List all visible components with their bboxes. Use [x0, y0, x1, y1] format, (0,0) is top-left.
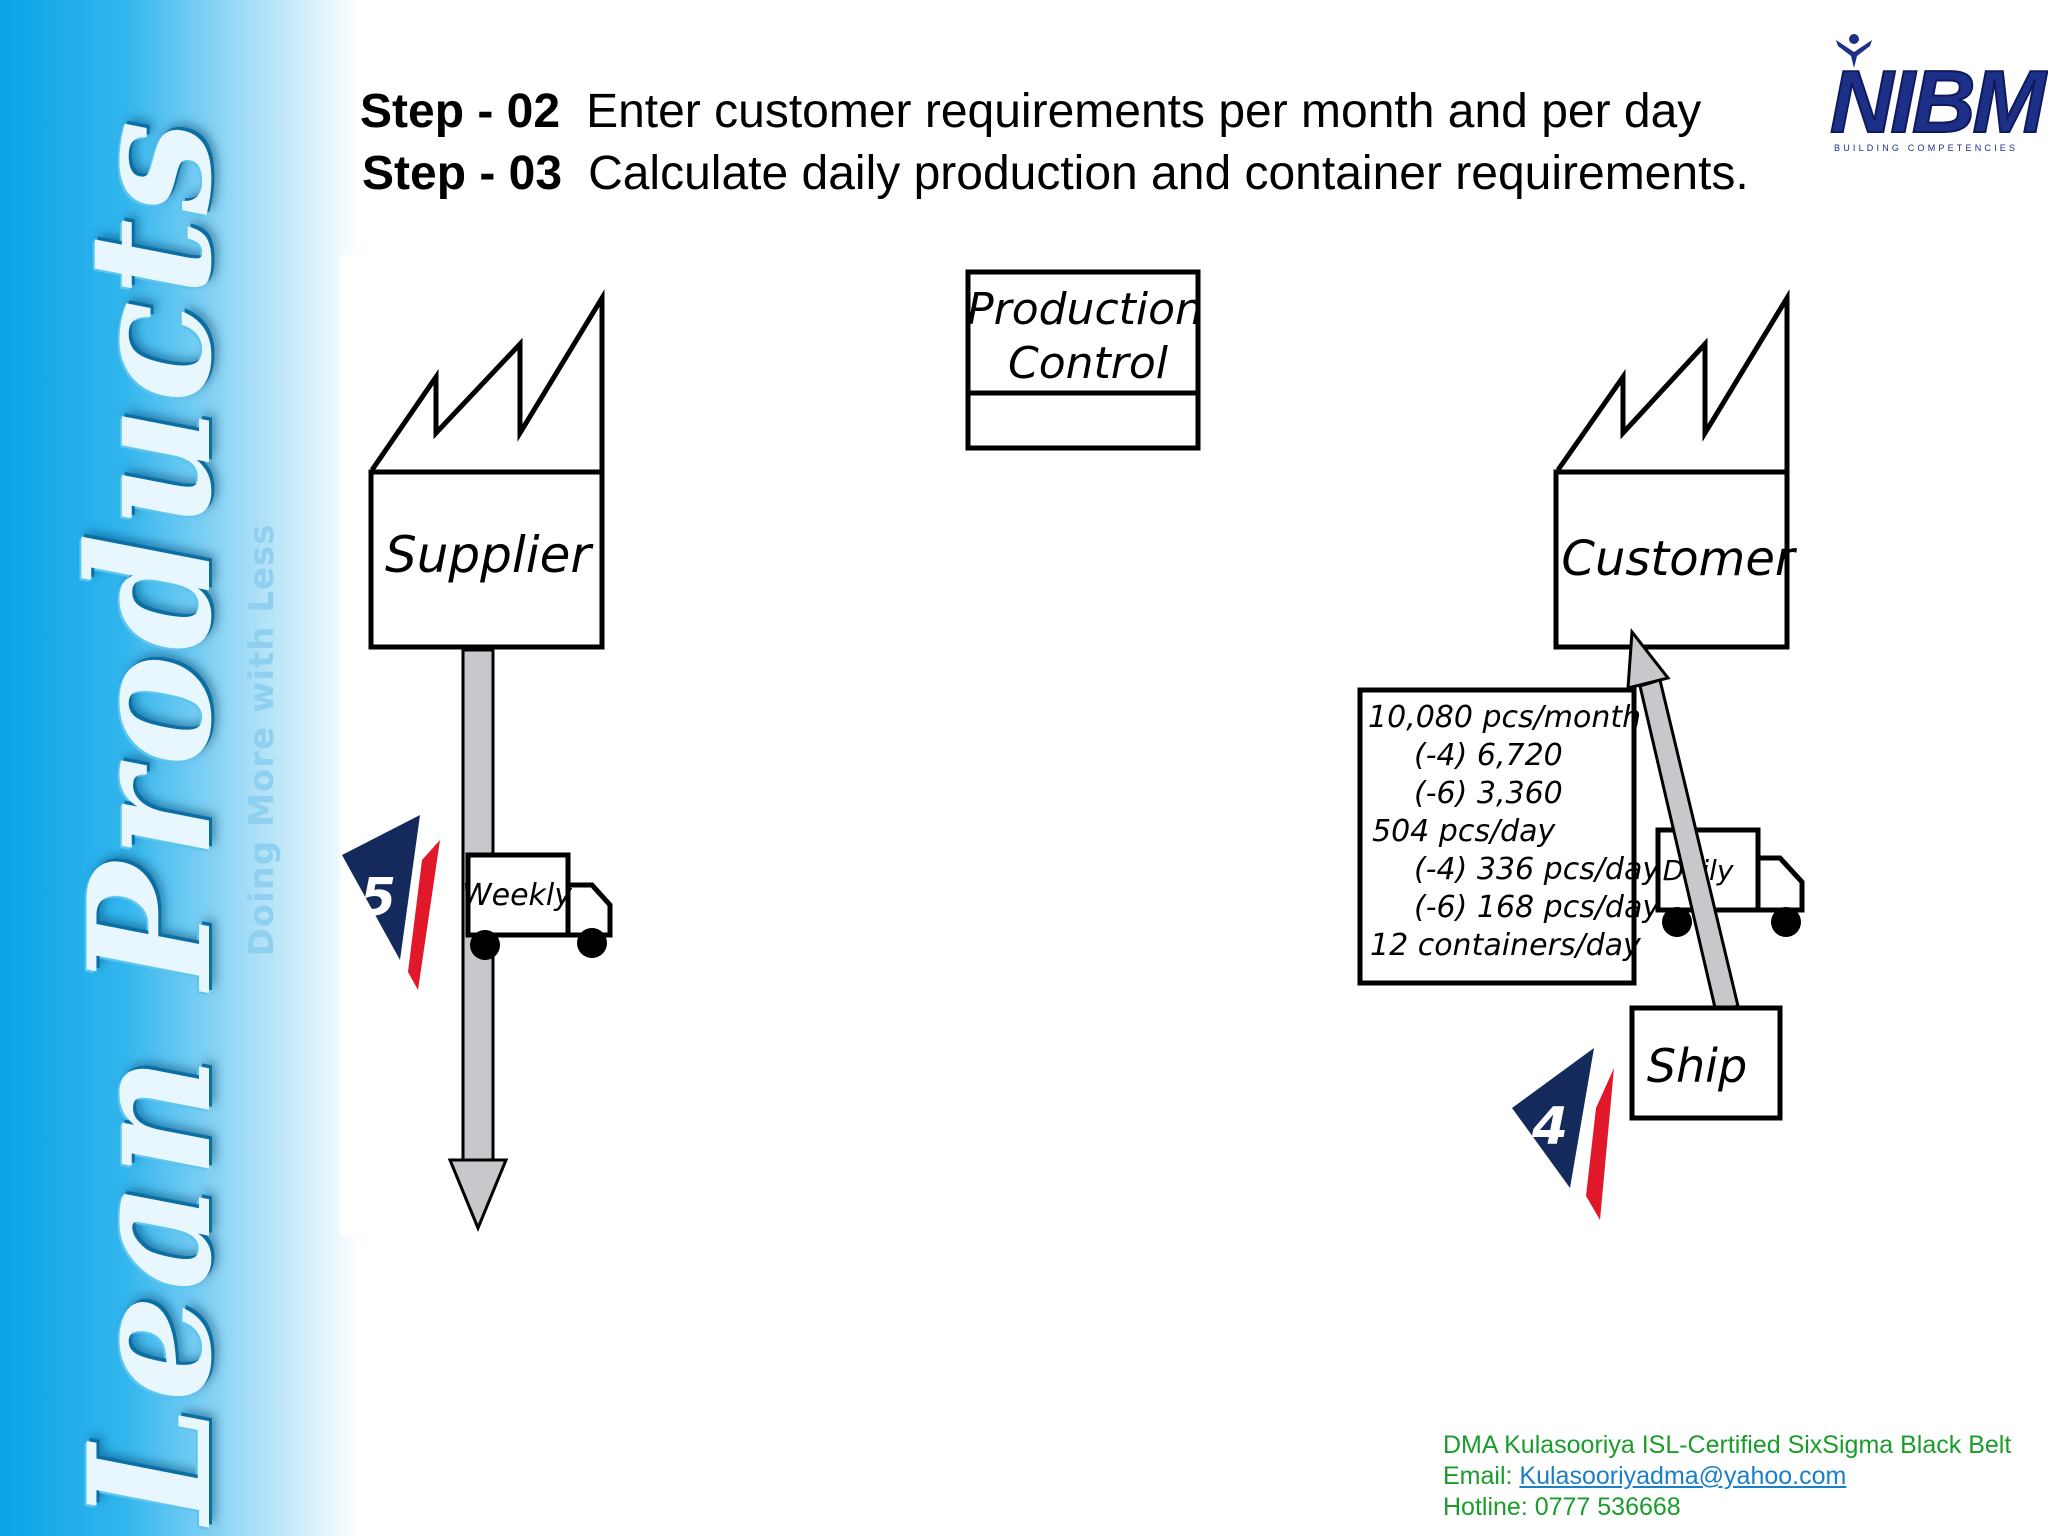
truck-weekly-label: Weekly	[462, 878, 573, 913]
step-03-label: Step - 03	[362, 147, 563, 200]
footer-email-label: Email:	[1443, 1462, 1513, 1490]
requirement-line: (-6) 168 pcs/day	[1414, 890, 1661, 925]
production-control-line2: Control	[1008, 338, 1169, 389]
supplier-label: Supplier	[385, 526, 594, 584]
requirement-line: (-6) 3,360	[1414, 776, 1563, 811]
requirement-line: (-4) 336 pcs/day	[1414, 852, 1661, 887]
customer-label: Customer	[1561, 531, 1797, 587]
footer-email-link[interactable]: Kulasooriyadma@yahoo.com	[1519, 1462, 1847, 1490]
requirement-line: (-4) 6,720	[1414, 738, 1563, 773]
footer-author: DMA Kulasooriya ISL-Certified SixSigma B…	[1443, 1431, 2012, 1459]
step-badge-4: 4	[1512, 1048, 1614, 1220]
requirement-line: 504 pcs/day	[1372, 814, 1556, 849]
ship-label: Ship	[1647, 1039, 1747, 1093]
step-03-heading: Step - 03 Calculate daily production and …	[362, 146, 1749, 201]
step-02-heading: Step - 02 Enter customer requirements per…	[360, 84, 1701, 139]
step-03-text: Calculate daily production and container…	[588, 147, 1749, 200]
truck-icon-weekly	[465, 852, 613, 960]
sidebar: Lean Products Doing More with Less	[0, 0, 360, 1536]
production-control-line1: Production	[967, 284, 1203, 335]
person-icon	[1836, 34, 1872, 68]
footer-hotline: Hotline: 0777 536668	[1443, 1493, 1681, 1521]
step-badge-5: 5	[342, 815, 440, 990]
footer-contact: DMA Kulasooriya ISL-Certified SixSigma B…	[1443, 1430, 2011, 1523]
nibm-logo: NIBM BUILDING COMPETENCIES	[1829, 30, 2047, 160]
logo-subtitle: BUILDING COMPETENCIES	[1834, 143, 2019, 153]
step-02-label: Step - 02	[360, 85, 561, 138]
step-badge-5-number: 5	[360, 868, 396, 928]
customer-shipment-arrow	[1626, 628, 1740, 1014]
footer-email-row: Email: Kulasooriyadma@yahoo.com	[1443, 1461, 2011, 1492]
logo-wordmark: NIBM	[1829, 52, 2047, 151]
production-control-box	[965, 269, 1201, 451]
customer-factory-icon	[1553, 289, 1790, 650]
step-02-text: Enter customer requirements per month an…	[586, 85, 1702, 138]
ship-box	[1629, 1005, 1783, 1121]
supplier-factory-icon	[368, 289, 605, 650]
requirement-line: 10,080 pcs/month	[1368, 700, 1641, 735]
customer-requirements-box: 10,080 pcs/month (-4) 6,720 (-6) 3,360 5…	[1357, 687, 1661, 986]
step-badge-4-number: 4	[1531, 1097, 1568, 1157]
requirement-line: 12 containers/day	[1370, 928, 1642, 963]
